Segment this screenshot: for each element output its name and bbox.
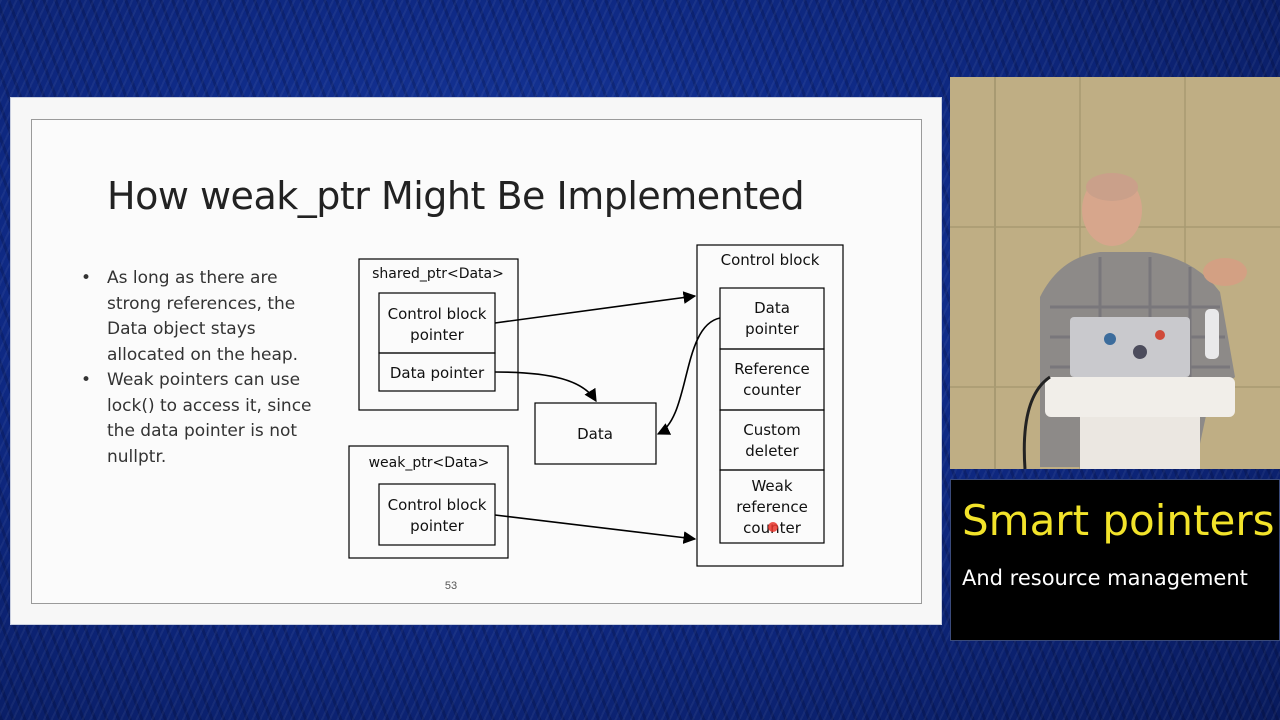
arrow-control-block-to-data bbox=[656, 317, 721, 435]
bullet-item: Weak pointers can use lock() to access i… bbox=[79, 368, 319, 470]
shared-control-block-pointer-label-line1: Control block bbox=[388, 305, 487, 323]
cb-reference-counter-cell bbox=[719, 348, 825, 411]
weak-control-block-pointer-cell bbox=[378, 483, 496, 546]
shared-data-pointer-label: Data pointer bbox=[390, 364, 485, 382]
cb-data-pointer-label-line2: pointer bbox=[745, 320, 799, 338]
cb-custom-deleter-label-line2: deleter bbox=[745, 442, 799, 460]
cb-data-pointer-label-line1: Data bbox=[754, 299, 790, 317]
cb-weak-reference-counter-label-line1: Weak bbox=[751, 477, 792, 495]
cb-data-pointer-cell bbox=[719, 287, 825, 350]
talk-subtitle: And resource management bbox=[962, 566, 1248, 590]
shared-ptr-title: shared_ptr<Data> bbox=[372, 266, 504, 282]
control-block-box: Control block Data pointer Reference cou… bbox=[696, 244, 844, 567]
lower-third-caption: Smart pointers And resource management bbox=[950, 479, 1280, 641]
slide-title: How weak_ptr Might Be Implemented bbox=[107, 174, 805, 218]
shared-ptr-box: shared_ptr<Data> Control block pointer D… bbox=[358, 258, 519, 411]
cb-weak-reference-counter-label-line2: reference bbox=[736, 498, 808, 516]
cb-custom-deleter-label-line1: Custom bbox=[743, 421, 800, 439]
data-object-label: Data bbox=[577, 425, 613, 443]
weak-control-block-pointer-label-line2: pointer bbox=[410, 517, 464, 535]
arrow-weak-to-control-block bbox=[494, 514, 697, 544]
weak-ptr-title: weak_ptr<Data> bbox=[369, 455, 490, 471]
cb-weak-reference-counter-cell bbox=[719, 469, 825, 544]
speaker-video-image bbox=[950, 77, 1280, 469]
cb-reference-counter-label-line1: Reference bbox=[734, 360, 810, 378]
shared-control-block-pointer-label-line2: pointer bbox=[410, 326, 464, 344]
slide-page-number: 53 bbox=[444, 580, 458, 592]
weak-ptr-box: weak_ptr<Data> Control block pointer bbox=[348, 445, 509, 559]
bullet-list: As long as there are strong references, … bbox=[79, 266, 319, 470]
cb-reference-counter-label-line2: counter bbox=[743, 381, 802, 399]
weak-control-block-pointer-label-line1: Control block bbox=[388, 496, 487, 514]
weak-ptr-diagram: shared_ptr<Data> Control block pointer D… bbox=[348, 244, 844, 567]
talk-title: Smart pointers bbox=[962, 496, 1275, 545]
control-block-title: Control block bbox=[721, 251, 820, 269]
shared-control-block-pointer-cell bbox=[378, 292, 496, 354]
cb-custom-deleter-cell bbox=[719, 409, 825, 471]
data-object-box: Data bbox=[534, 402, 657, 465]
arrow-shared-to-control-block bbox=[494, 291, 697, 324]
bullet-item: As long as there are strong references, … bbox=[79, 266, 319, 368]
speaker-video bbox=[950, 77, 1280, 469]
arrow-shared-to-data bbox=[494, 371, 597, 403]
presentation-slide: How weak_ptr Might Be Implemented As lon… bbox=[10, 97, 942, 625]
laser-pointer-dot bbox=[768, 522, 778, 532]
